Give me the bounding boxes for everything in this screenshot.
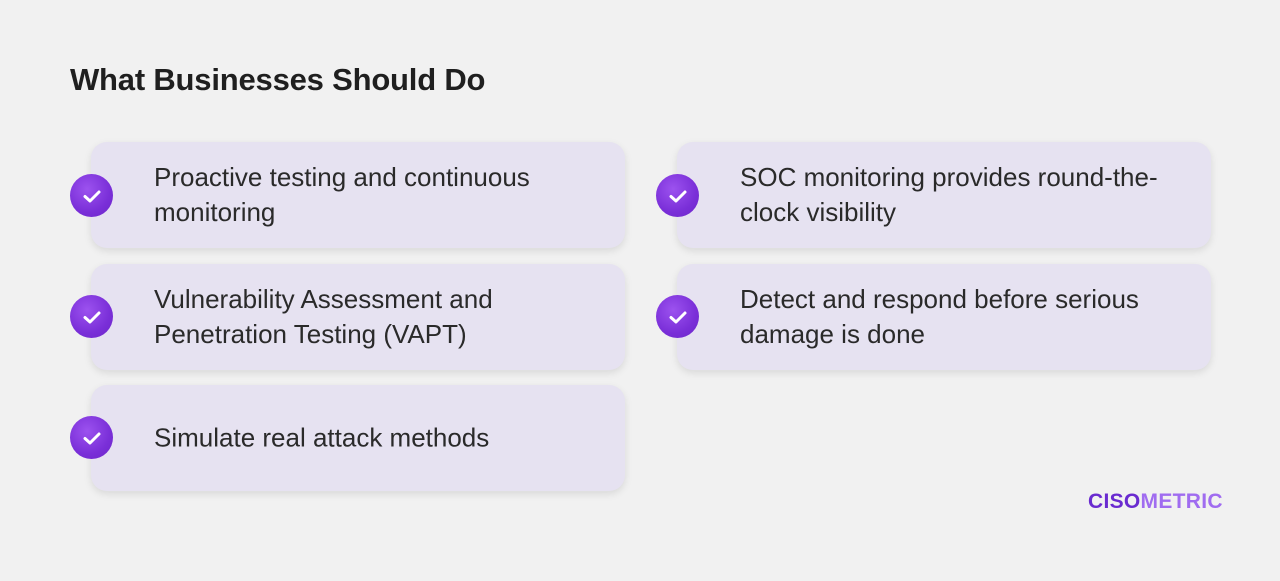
list-item-text: Detect and respond before serious damage…: [740, 284, 1139, 349]
page-title: What Businesses Should Do: [70, 62, 486, 97]
list-item-card: Vulnerability Assessment and Penetration…: [91, 264, 625, 370]
list-item-text: Simulate real attack methods: [154, 422, 490, 453]
logo-text-secondary: METRIC: [1140, 490, 1223, 513]
list-item-card: SOC monitoring provides round-the-clock …: [677, 142, 1211, 248]
brand-logo: CISOMETRIC: [1088, 490, 1223, 514]
check-circle-icon: [656, 174, 699, 217]
list-item-card: Proactive testing and continuous monitor…: [91, 142, 625, 248]
list-item-text: SOC monitoring provides round-the-clock …: [740, 162, 1158, 227]
list-item-card: Detect and respond before serious damage…: [677, 264, 1211, 370]
list-item-text: Proactive testing and continuous monitor…: [154, 162, 530, 227]
check-circle-icon: [656, 295, 699, 338]
list-item-text: Vulnerability Assessment and Penetration…: [154, 284, 493, 349]
check-circle-icon: [70, 295, 113, 338]
list-item-card: Simulate real attack methods: [91, 385, 625, 491]
check-circle-icon: [70, 416, 113, 459]
check-circle-icon: [70, 174, 113, 217]
logo-text-primary: CISO: [1088, 490, 1141, 513]
